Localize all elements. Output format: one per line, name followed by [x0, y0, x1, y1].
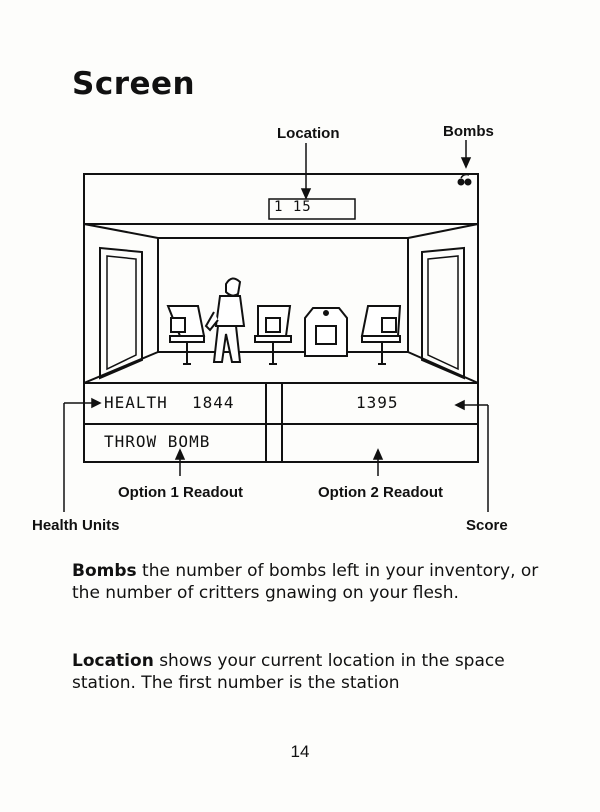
- callout-arrows: [63, 140, 489, 512]
- console: [304, 307, 348, 357]
- bombs-description: the number of bombs left in your invento…: [72, 561, 539, 603]
- option1-text: THROW BOMB: [104, 432, 211, 451]
- health-value: 1844: [192, 393, 235, 412]
- bomb-icon: [457, 173, 472, 186]
- page-heading: Screen: [72, 66, 196, 102]
- location-paragraph: Location shows your current location in …: [72, 650, 542, 694]
- bombs-term: Bombs: [72, 561, 137, 581]
- chair: [360, 305, 402, 365]
- location-box: [268, 198, 356, 220]
- location-term: Location: [72, 651, 154, 671]
- health-label: HEALTH: [104, 393, 168, 412]
- bombs-paragraph: Bombs the number of bombs left in your i…: [72, 560, 542, 604]
- location-readout: 1 15: [274, 199, 312, 215]
- score-value: 1395: [356, 393, 399, 412]
- score-label: Score: [466, 517, 508, 534]
- option2-label: Option 2 Readout: [318, 484, 443, 501]
- page-number: 14: [290, 742, 310, 761]
- astronaut: [204, 277, 246, 363]
- hud-panel: [84, 382, 478, 462]
- chair: [254, 305, 292, 365]
- option1-label: Option 1 Readout: [118, 484, 243, 501]
- chair: [166, 305, 206, 365]
- health-units-label: Health Units: [32, 517, 120, 534]
- location-description: shows your current location in the space…: [72, 651, 505, 693]
- location-label: Location: [277, 125, 340, 142]
- bombs-label: Bombs: [443, 123, 494, 140]
- room-scene: [83, 223, 479, 384]
